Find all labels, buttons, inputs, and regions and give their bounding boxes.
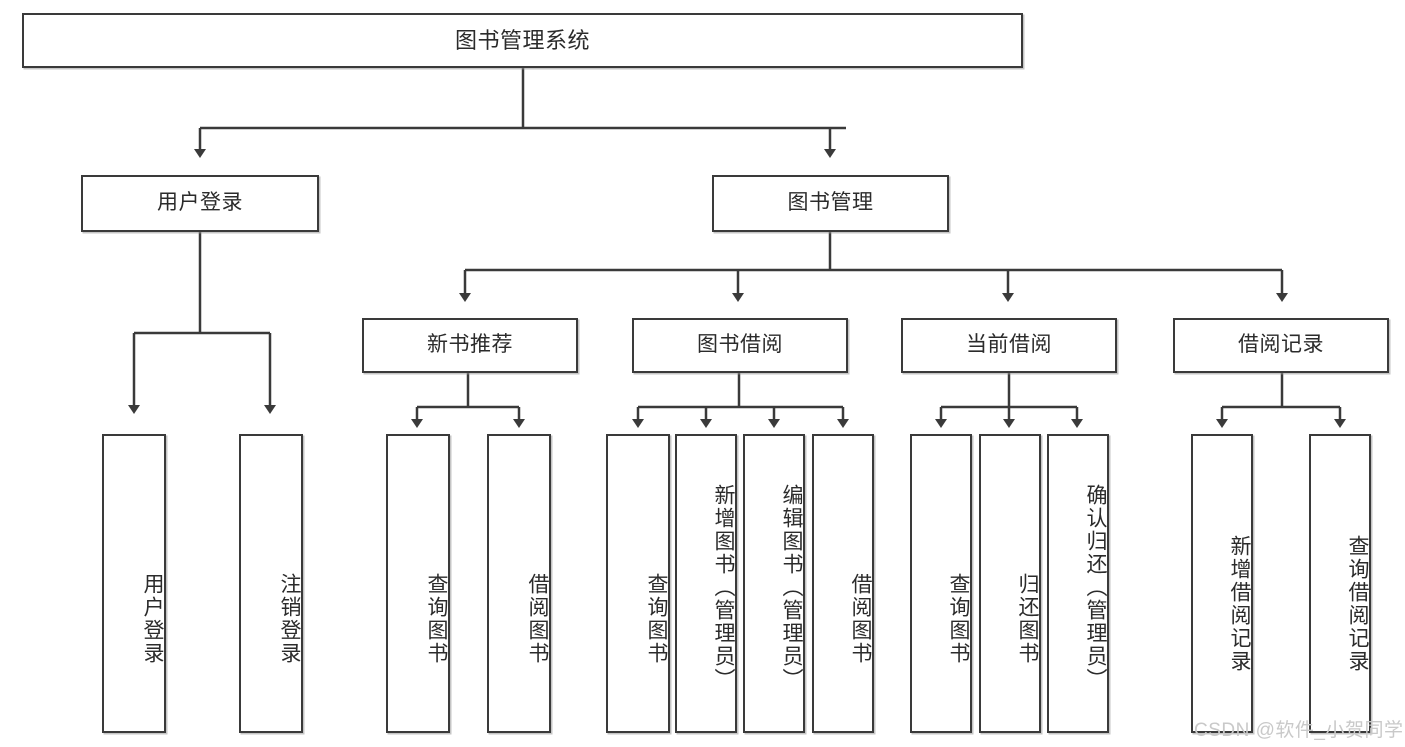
leaf-confirm-return-label: 确认归还（管理员） xyxy=(1084,484,1107,691)
node-new-book-recommend[interactable]: 新书推荐 xyxy=(362,318,578,373)
node-root[interactable]: 图书管理系统 xyxy=(22,13,1023,68)
leaf-query-record-label: 查询借阅记录 xyxy=(1346,534,1369,673)
leaf-logout-label: 注销登录 xyxy=(278,572,301,665)
leaf-add-book-label: 新增图书（管理员） xyxy=(712,484,735,691)
leaf-query-book-1[interactable]: 查询图书 xyxy=(386,434,450,733)
leaf-add-record-label: 新增借阅记录 xyxy=(1228,534,1251,673)
watermark: CSDN @软件_小贺同学 xyxy=(1194,720,1404,741)
leaf-borrow-book-2-label: 借阅图书 xyxy=(849,572,872,665)
leaf-user-login[interactable]: 用户登录 xyxy=(102,434,166,733)
leaf-query-book-2-label: 查询图书 xyxy=(645,572,668,665)
leaf-borrow-book-2[interactable]: 借阅图书 xyxy=(812,434,874,733)
node-current-borrow[interactable]: 当前借阅 xyxy=(901,318,1117,373)
node-borrow-record[interactable]: 借阅记录 xyxy=(1173,318,1389,373)
node-book-borrow[interactable]: 图书借阅 xyxy=(632,318,848,373)
leaf-return-book[interactable]: 归还图书 xyxy=(979,434,1041,733)
leaf-user-login-label: 用户登录 xyxy=(141,572,164,665)
leaf-query-book-3-label: 查询图书 xyxy=(947,572,970,665)
leaf-borrow-book-1[interactable]: 借阅图书 xyxy=(487,434,551,733)
node-current-borrow-label: 当前借阅 xyxy=(966,333,1052,357)
leaf-edit-book-label: 编辑图书（管理员） xyxy=(780,484,803,691)
leaf-add-book[interactable]: 新增图书（管理员） xyxy=(675,434,737,733)
node-book-management[interactable]: 图书管理 xyxy=(712,175,949,232)
node-borrow-record-label: 借阅记录 xyxy=(1238,333,1324,357)
leaf-query-book-2[interactable]: 查询图书 xyxy=(606,434,670,733)
leaf-query-book-3[interactable]: 查询图书 xyxy=(910,434,972,733)
leaf-edit-book[interactable]: 编辑图书（管理员） xyxy=(743,434,805,733)
leaf-confirm-return[interactable]: 确认归还（管理员） xyxy=(1047,434,1109,733)
node-user-login[interactable]: 用户登录 xyxy=(81,175,319,232)
node-book-management-label: 图书管理 xyxy=(787,191,874,215)
leaf-query-book-1-label: 查询图书 xyxy=(425,572,448,665)
leaf-logout[interactable]: 注销登录 xyxy=(239,434,303,733)
node-new-book-recommend-label: 新书推荐 xyxy=(427,333,513,357)
leaf-return-book-label: 归还图书 xyxy=(1016,572,1039,665)
node-root-label: 图书管理系统 xyxy=(454,27,590,53)
leaf-query-record[interactable]: 查询借阅记录 xyxy=(1309,434,1371,733)
node-user-login-label: 用户登录 xyxy=(157,191,243,215)
leaf-borrow-book-1-label: 借阅图书 xyxy=(526,572,549,665)
leaf-add-record[interactable]: 新增借阅记录 xyxy=(1191,434,1253,733)
node-book-borrow-label: 图书借阅 xyxy=(697,333,783,357)
